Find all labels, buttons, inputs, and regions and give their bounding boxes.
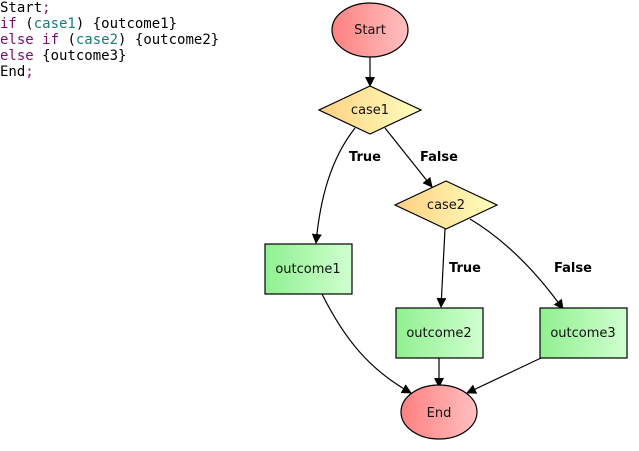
code-keyword: if: [0, 16, 17, 32]
code-line: if (case1) {outcome1}: [0, 16, 219, 32]
code-text: ;: [42, 0, 51, 16]
code-line: Start;: [0, 0, 219, 16]
node-case1-label: case1: [351, 103, 389, 118]
edge-case1-case2: [384, 127, 433, 188]
node-outcome2[interactable]: outcome2: [395, 307, 484, 359]
edge-outcome1-end: [321, 293, 412, 394]
code-text: (: [16, 16, 34, 32]
node-outcome1[interactable]: outcome1: [264, 243, 353, 295]
code-identifier: case2: [75, 32, 119, 48]
edge-label-case1-false: False: [420, 150, 458, 165]
node-outcome3[interactable]: outcome3: [539, 307, 628, 359]
code-identifier: case1: [33, 16, 76, 32]
code-keyword: else if: [0, 32, 60, 48]
edge-case2-outcome3: [469, 218, 564, 310]
node-start[interactable]: Start: [331, 2, 409, 58]
node-outcome2-label: outcome2: [406, 326, 471, 341]
edge-case2-outcome2: [436, 228, 447, 308]
node-end-label: End: [427, 406, 452, 421]
code-line: End;: [0, 64, 219, 80]
node-case1[interactable]: case1: [317, 85, 423, 135]
node-case2-label: case2: [427, 198, 465, 213]
node-case2[interactable]: case2: [393, 180, 499, 230]
node-outcome1-label: outcome1: [275, 262, 340, 277]
edge-label-case2-false: False: [554, 261, 592, 276]
edge-outcome3-end: [466, 357, 542, 394]
edge-label-case1-true: True: [349, 150, 381, 165]
edge-label-case2-true: True: [449, 261, 481, 276]
source-code: Start;if (case1) {outcome1}else if (case…: [0, 0, 219, 80]
code-keyword: else: [0, 48, 34, 64]
edge-case1-outcome1: [311, 127, 356, 244]
code-text: Start: [0, 0, 43, 16]
code-text: ;: [25, 64, 34, 80]
node-outcome3-label: outcome3: [550, 326, 615, 341]
code-text: (: [59, 32, 76, 48]
code-text: ) {outcome1}: [75, 16, 178, 32]
node-end[interactable]: End: [400, 384, 478, 440]
code-line: else if (case2) {outcome2}: [0, 32, 219, 48]
code-text: {outcome3}: [33, 48, 127, 64]
code-text: End: [0, 64, 26, 80]
code-line: else {outcome3}: [0, 48, 219, 64]
code-text: ) {outcome2}: [118, 32, 220, 48]
node-start-label: Start: [354, 23, 386, 38]
